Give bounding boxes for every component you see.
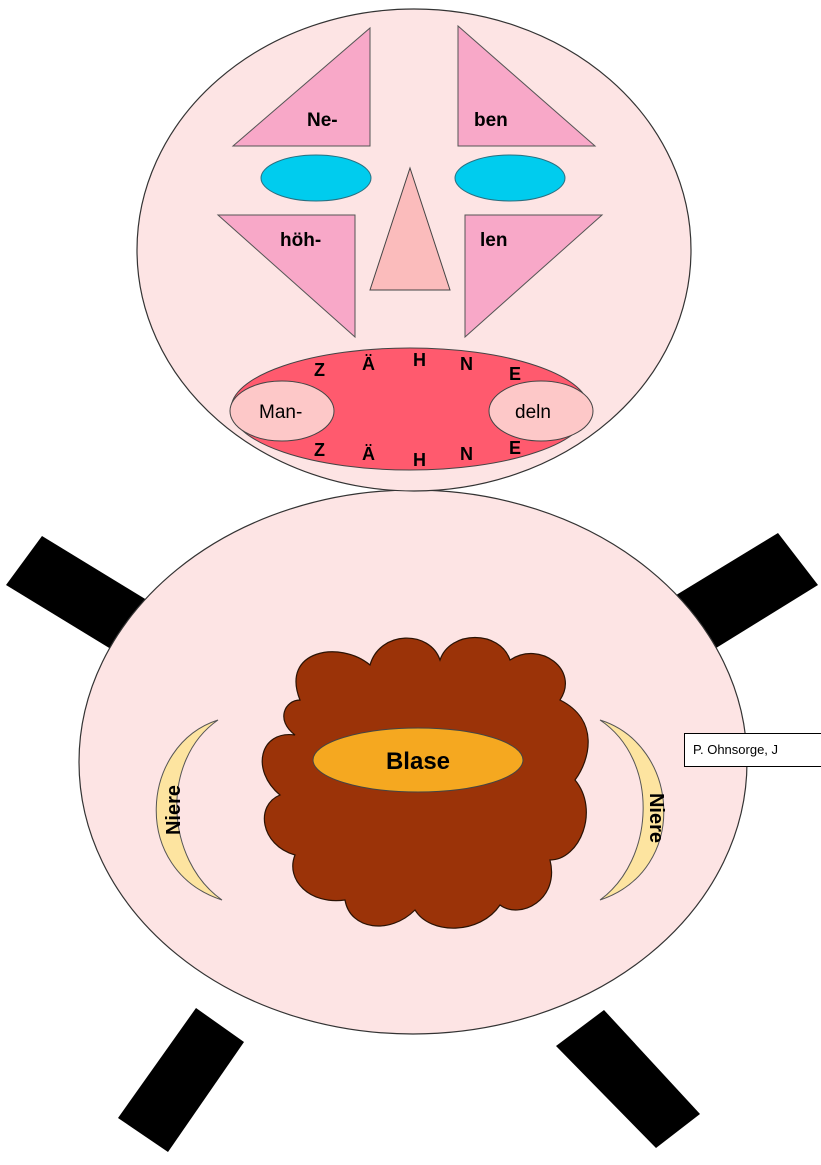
tooth-upper-2: Ä <box>362 354 375 374</box>
tooth-lower-4: N <box>460 444 473 464</box>
left-leg <box>118 1008 244 1152</box>
bladder-label: Blase <box>386 748 450 775</box>
tooth-lower-2: Ä <box>362 444 375 464</box>
sinus-label-4: len <box>480 230 507 251</box>
tooth-lower-5: E <box>509 438 521 458</box>
right-leg <box>556 1010 700 1148</box>
eye-left <box>261 155 371 201</box>
sinus-label-1: Ne- <box>307 110 338 131</box>
kidney-left-label: Niere <box>163 785 185 835</box>
tonsil-label-right: deln <box>515 402 551 423</box>
tooth-lower-1: Z <box>314 440 325 460</box>
sinus-label-2: ben <box>474 110 508 131</box>
eye-right <box>455 155 565 201</box>
credit-text: P. Ohnsorge, J <box>693 742 778 757</box>
tooth-upper-1: Z <box>314 360 325 380</box>
tooth-upper-5: E <box>509 364 521 384</box>
tooth-upper-3: H <box>413 350 426 370</box>
sinus-label-3: höh- <box>280 230 321 251</box>
kidney-right-label: Niere <box>645 793 667 843</box>
tonsil-label-left: Man- <box>259 402 302 423</box>
tooth-lower-3: H <box>413 450 426 470</box>
credit-box: P. Ohnsorge, J <box>684 733 821 767</box>
tooth-upper-4: N <box>460 354 473 374</box>
